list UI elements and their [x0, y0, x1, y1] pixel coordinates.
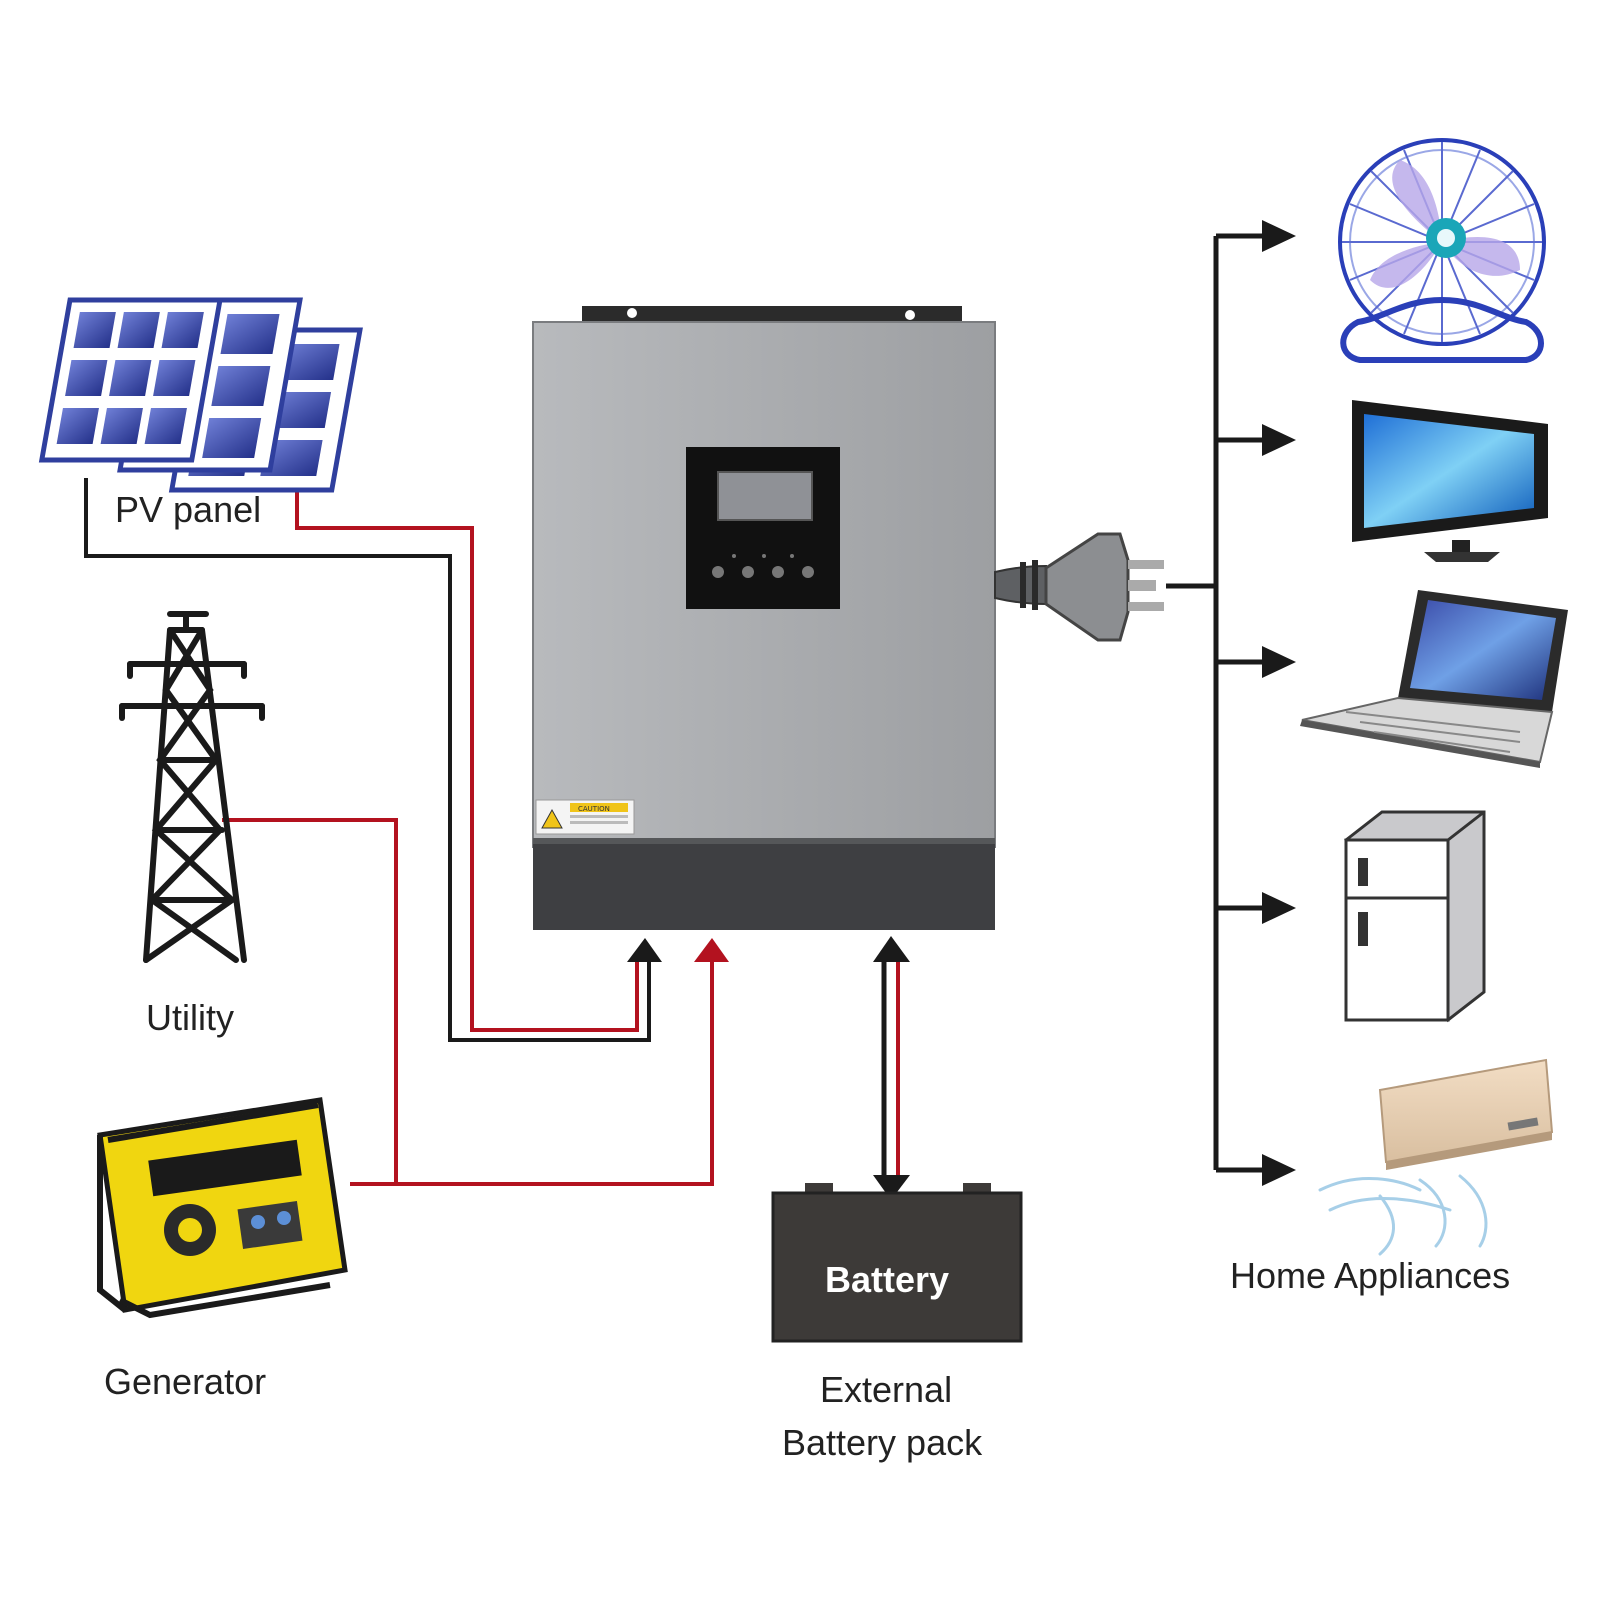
- utility-red-wire: [222, 818, 398, 1184]
- inverter-icon: CAUTION: [532, 306, 996, 930]
- generator-icon: [97, 1097, 348, 1319]
- tv-icon: [1352, 400, 1548, 562]
- wires: [84, 478, 900, 1186]
- battery-down-arrow: [873, 1175, 910, 1200]
- power-tower-icon: [119, 611, 265, 963]
- generator-red-wire: [350, 958, 714, 1186]
- output-arrows: [1262, 220, 1296, 1186]
- tv-arrow: [1262, 424, 1296, 456]
- ac-arrow: [1262, 1154, 1296, 1186]
- pv-red-wire: [295, 490, 639, 1032]
- pv-input-arrow: [627, 938, 662, 962]
- home-appliances-label: Home Appliances: [1230, 1255, 1510, 1296]
- solar-panel-icon: [38, 297, 363, 493]
- indicator-buttons: [712, 554, 814, 578]
- laptop-arrow: [1262, 646, 1296, 678]
- generator-label: Generator: [104, 1361, 266, 1402]
- pv-black-wire: [84, 478, 651, 1042]
- air-conditioner-icon: [1318, 1058, 1554, 1256]
- caution-text: CAUTION: [578, 805, 610, 813]
- battery-label: Battery: [825, 1259, 949, 1300]
- external-label-line2: Battery pack: [782, 1422, 983, 1463]
- fridge-arrow: [1262, 892, 1296, 924]
- fridge-icon: [1344, 810, 1486, 1023]
- output-bus: [1166, 233, 1270, 1173]
- fan-icon: [1338, 138, 1546, 363]
- battery-up-arrow: [873, 936, 910, 962]
- arrows: [627, 936, 910, 1200]
- laptop-icon: [1300, 590, 1568, 768]
- plug-icon: [994, 532, 1164, 642]
- battery-icon: [771, 1183, 1023, 1343]
- generator-input-arrow: [694, 938, 729, 962]
- fan-arrow: [1262, 220, 1296, 252]
- external-label-line1: External: [820, 1369, 952, 1410]
- utility-label: Utility: [146, 997, 234, 1038]
- pv-panel-label: PV panel: [115, 489, 261, 530]
